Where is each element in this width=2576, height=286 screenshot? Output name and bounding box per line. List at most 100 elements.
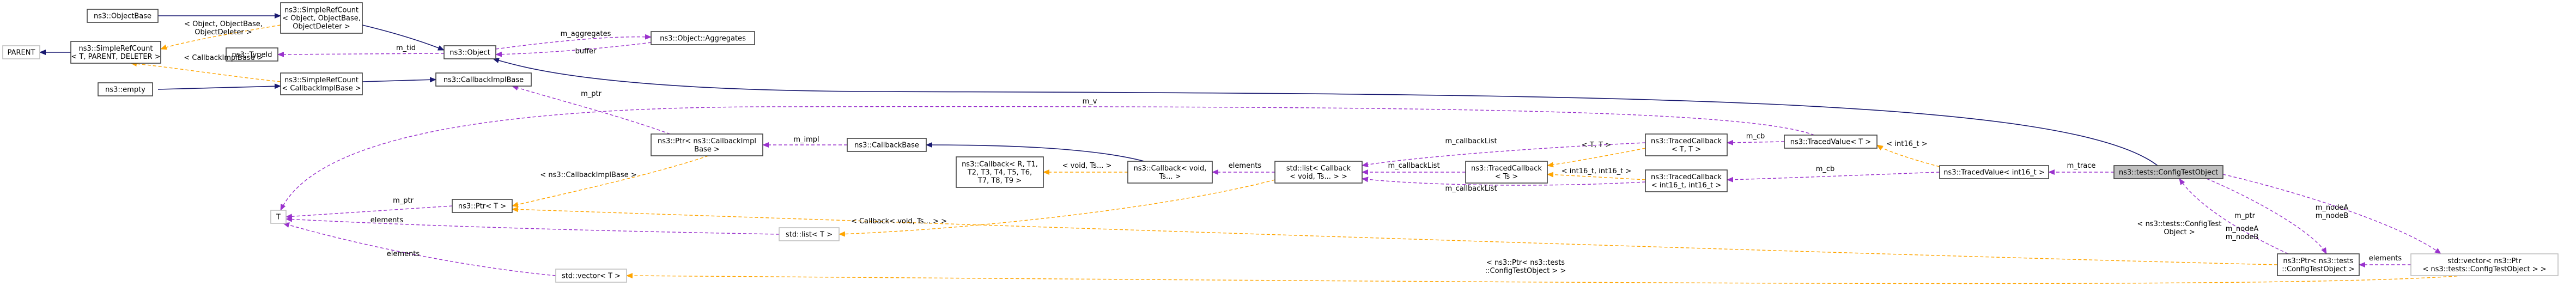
class-node-tcb-int16[interactable]: ns3::TracedCallback< int16_t, int16_t > [1645,169,1728,192]
edge-label-lbl-ptr3: m_ptr [2234,212,2256,220]
node-box [555,269,627,283]
class-node-ptr-t[interactable]: ns3::Ptr< T > [452,199,513,213]
edge-label-lbl-ptr1: m_ptr [581,90,602,98]
usage-edge-10 [512,85,671,135]
template-edge-5 [130,61,281,82]
node-label: ns3::Object [449,49,490,57]
node-label: ns3::SimpleRefCount [78,45,153,53]
node-label: ns3::Ptr< T > [458,203,506,211]
inheritance-edge-6 [362,77,436,83]
template-edge-19 [839,179,1275,237]
node-label: ns3::Callback< void, [1134,165,1207,173]
node-label: T2, T3, T4, T5, T6, [967,169,1032,177]
node-box [1127,161,1213,184]
node-box [847,138,927,152]
node-box [1465,161,1548,184]
edge-label-lbl-cblist1: m_callbackList [1445,137,1497,145]
usage-edge-20 [280,106,1815,211]
node-box [956,156,1044,188]
class-node-aggregates[interactable]: ns3::Object::Aggregates [651,31,755,45]
node-box [435,72,532,87]
class-node-focus[interactable]: ns3::tests::ConfigTestObject [2113,165,2223,179]
class-node-typeid[interactable]: ns3::TypeId [226,47,278,62]
class-node-list-t[interactable]: std::list< T > [779,227,840,241]
edge-label-lbl-cblist2: m_callbackList [1388,162,1439,170]
class-node-objectbase[interactable]: ns3::ObjectBase [87,9,159,23]
node-label: ns3::CallbackBase [854,142,919,150]
node-box [98,82,153,96]
edge-label-lbl-aggregates: m_aggregates [561,30,611,38]
edge-label-lbl-cbimplbase: < CallbackImplBase > [184,54,263,62]
usage-edge-31 [2206,178,2327,254]
node-label: ns3::TracedCallback [1651,137,1722,145]
node-box [2410,253,2559,276]
class-node-tcb-t[interactable]: ns3::TracedCallback< T, T > [1645,133,1728,156]
node-label: < Object, ObjectBase, [282,15,361,23]
class-node-empty[interactable]: ns3::empty [98,82,153,96]
node-label: ns3::SimpleRefCount [284,76,359,84]
node-label: ns3::SimpleRefCount [284,7,359,15]
edge-label-lbl-tid: m_tid [396,44,416,52]
class-node-tv-int16[interactable]: ns3::TracedValue< int16_t > [1939,165,2049,179]
edge-label-lbl-impl: m_impl [793,136,819,144]
class-node-object[interactable]: ns3::Object [443,45,496,59]
node-label: ns3::TracedValue< int16_t > [1943,169,2045,177]
class-node-cbimplbase[interactable]: ns3::CallbackImplBase [435,72,532,87]
node-box [2,45,40,59]
edge-label-lbl-buffer: buffer [575,47,597,56]
class-node-srefcount-object[interactable]: ns3::SimpleRefCount< Object, ObjectBase,… [280,2,363,34]
node-label: ObjectDeleter > [293,23,350,31]
class-node-t-param[interactable]: T [270,210,287,224]
template-edge-28 [1876,144,1940,167]
node-label: T [276,214,281,222]
node-box [2113,165,2223,179]
node-label: < int16_t, int16_t > [1651,181,1722,190]
edge-label-lbl-elements4: elements [2369,254,2402,263]
node-label: < ns3::tests::ConfigTestObject > > [2422,265,2546,273]
node-label: std::list< T > [786,231,833,239]
class-node-ptr-cbimplbase[interactable]: ns3::Ptr< ns3::CallbackImplBase > [651,133,763,156]
class-node-srefcount-cbi[interactable]: ns3::SimpleRefCount< CallbackImplBase > [280,72,363,95]
node-label: PARENT [8,49,35,57]
node-box [443,45,496,59]
node-label: ns3::ObjectBase [94,13,151,21]
class-node-tv-t[interactable]: ns3::TracedValue< T > [1784,135,1878,149]
node-label: Base > [694,145,720,154]
template-edge-25 [1547,172,1646,180]
class-node-srefcount-tpd[interactable]: ns3::SimpleRefCount< T, PARENT, DELETER … [70,41,161,64]
node-box [651,31,755,45]
node-box [2277,253,2360,276]
class-node-callbackbase[interactable]: ns3::CallbackBase [847,138,927,152]
edge-label-lbl-cto: Object > [2164,228,2195,236]
node-label: < CallbackImplBase > [282,84,361,93]
node-box [1645,169,1728,192]
usage-edge-17 [285,216,780,235]
class-node-parent[interactable]: PARENT [2,45,40,59]
edge-label-lbl-ptr-cto: ::ConfigTestObject > > [1485,267,1566,275]
node-label: ns3::CallbackImplBase [443,76,524,84]
class-node-tcb-ts[interactable]: ns3::TracedCallback< Ts > [1465,161,1548,184]
node-label: std::vector< T > [562,272,621,281]
class-node-vector-ptr-cto[interactable]: std::vector< ns3::Ptr< ns3::tests::Confi… [2410,253,2559,276]
inheritance-edge-30 [493,58,2158,166]
class-node-list-callback[interactable]: std::list< Callback< void, Ts... > > [1274,161,1363,184]
usage-edge-18 [283,222,556,276]
edge-label-lbl-cb2: m_cb [1816,165,1835,173]
edge-label-lbl-nodes: m_nodeB [2316,212,2349,220]
edge-label-lbl-tt: < T, T > [1582,141,1611,149]
class-node-callback-generic[interactable]: ns3::Callback< R, T1,T2, T3, T4, T5, T6,… [956,156,1044,188]
node-box [452,199,513,213]
class-node-callback-void[interactable]: ns3::Callback< void,Ts... > [1127,161,1213,184]
usage-edge-32 [2179,178,2289,254]
node-label: < Ts > [1495,173,1518,181]
edge-label-lbl-int16-pair: < int16_t, int16_t > [1562,167,1632,175]
usage-edge-23 [1362,177,1646,186]
node-label: std::vector< ns3::Ptr [2447,257,2522,265]
class-node-vector-t[interactable]: std::vector< T > [555,269,627,283]
node-label: std::list< Callback [1286,165,1351,173]
node-label: ns3::TracedValue< T > [1790,138,1871,147]
inheritance-edge-13 [926,142,1145,162]
class-node-ptr-cto[interactable]: ns3::Ptr< ns3::tests::ConfigTestObject > [2277,253,2360,276]
node-box [280,2,363,34]
